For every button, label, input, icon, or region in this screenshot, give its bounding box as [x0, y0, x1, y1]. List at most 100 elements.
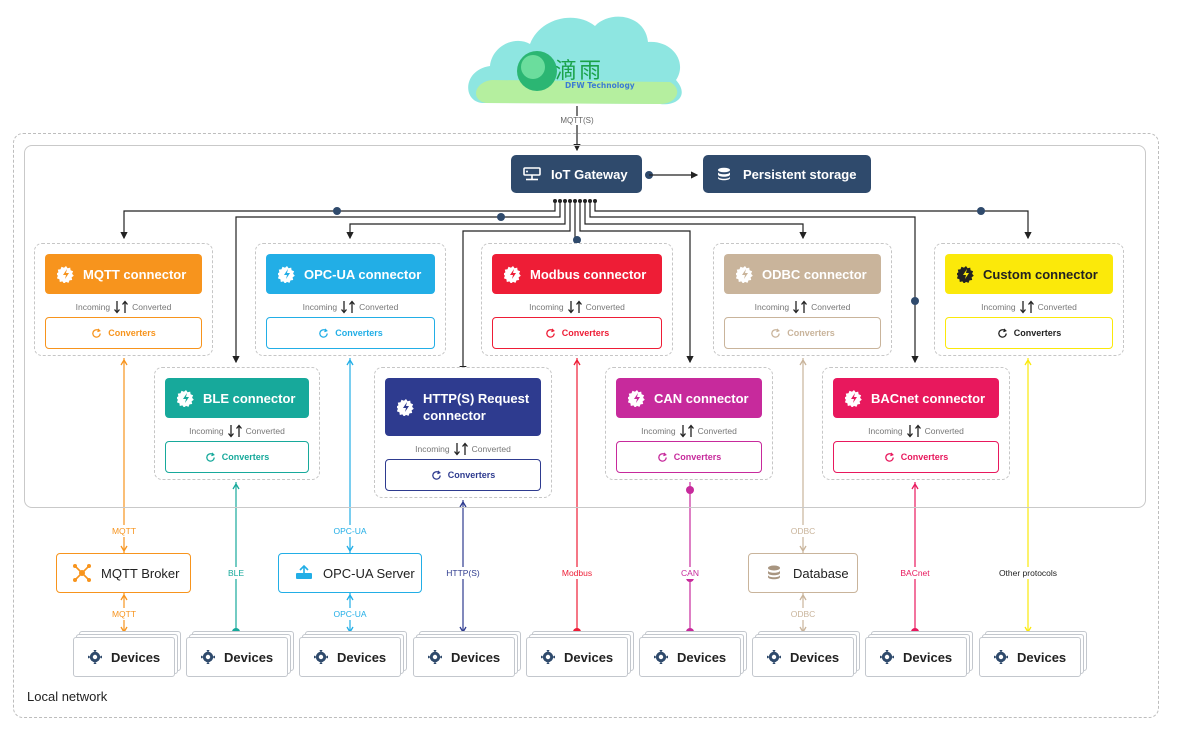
refresh-icon [431, 469, 441, 480]
converters-label: Converters [787, 328, 835, 338]
protocol-label-mqtt-bottom: MQTT [109, 608, 139, 620]
up-down-arrows-icon [906, 424, 921, 438]
connector-modbus-header[interactable]: Modbus connector [492, 254, 662, 294]
converters-button[interactable]: Converters [492, 317, 662, 349]
io-indicator: Incoming Converted [935, 299, 1123, 315]
devices-label: Devices [903, 649, 953, 665]
arrow-head [911, 482, 919, 490]
converters-button[interactable]: Converters [385, 459, 541, 491]
converters-button[interactable]: Converters [833, 441, 999, 473]
incoming-label: Incoming [189, 426, 224, 436]
chip-icon [541, 650, 555, 664]
converted-label: Converted [1037, 302, 1077, 312]
protocol-label-odbc-bottom: ODBC [788, 608, 818, 620]
devices-stack[interactable]: Devices [865, 631, 973, 677]
devices-stack[interactable]: Devices [299, 631, 407, 677]
connector-label: CAN connector [654, 390, 749, 406]
device-card: Devices [73, 637, 175, 677]
connector-http-header[interactable]: HTTP(S) Request connector [385, 378, 541, 436]
devices-label: Devices [337, 649, 387, 665]
incoming-label: Incoming [529, 302, 564, 312]
converters-label: Converters [447, 470, 496, 480]
database-icon [718, 167, 730, 181]
database-box[interactable]: Database [748, 553, 858, 593]
devices-stack[interactable]: Devices [639, 631, 747, 677]
server-icon [523, 167, 541, 181]
incoming-label: Incoming [75, 302, 111, 312]
converters-button[interactable]: Converters [266, 317, 435, 349]
up-down-arrows-icon [341, 300, 356, 314]
connector-label: HTTP(S) Request connector [423, 391, 530, 423]
hub-icon [73, 564, 91, 582]
connector-label: MQTT connector [83, 266, 187, 282]
opcua-server-box[interactable]: OPC-UA Server [278, 553, 422, 593]
io-indicator: Incoming Converted [35, 299, 212, 315]
arrow-head [573, 358, 581, 366]
converters-button[interactable]: Converters [45, 317, 202, 349]
connector-custom-header[interactable]: Custom connector [945, 254, 1113, 294]
mqtt-broker-box[interactable]: MQTT Broker [56, 553, 191, 593]
converted-label: Converted [471, 444, 511, 454]
incoming-label: Incoming [981, 302, 1016, 312]
plugin-gear-icon [177, 390, 194, 407]
connector-bacnet-header[interactable]: BACnet connector [833, 378, 999, 418]
arrow-head [120, 358, 128, 366]
plugin-gear-icon [57, 266, 74, 283]
connector-can-header[interactable]: CAN connector [616, 378, 762, 418]
plugin-gear-icon [957, 266, 974, 283]
chip-icon [994, 650, 1008, 664]
refresh-icon [657, 451, 667, 462]
converters-label: Converters [561, 328, 610, 338]
mqtt-broker-box-label: MQTT Broker [101, 565, 180, 581]
incoming-label: Incoming [868, 426, 903, 436]
chip-icon [428, 650, 442, 664]
arrow-head [346, 545, 354, 553]
arrow-head [799, 358, 807, 366]
connector-ble-header[interactable]: BLE connector [165, 378, 309, 418]
devices-stack[interactable]: Devices [526, 631, 634, 677]
converted-label: Converted [924, 426, 964, 436]
protocol-label-mqtt-top: MQTT [109, 525, 139, 537]
connector-mqtt-header[interactable]: MQTT connector [45, 254, 202, 294]
endpoint-dot [686, 486, 694, 494]
connector-opcua-header[interactable]: OPC-UA connector [266, 254, 435, 294]
iot-gateway-box[interactable]: IoT Gateway [511, 155, 642, 193]
converters-label: Converters [221, 452, 270, 462]
devices-stack[interactable]: Devices [752, 631, 860, 677]
arrow-head [120, 545, 128, 553]
chip-icon [314, 650, 328, 664]
devices-stack[interactable]: Devices [73, 631, 181, 677]
protocol-label-modbus: Modbus [559, 567, 595, 579]
arrow-head [459, 500, 467, 508]
refresh-icon [771, 327, 781, 338]
converters-button[interactable]: Converters [945, 317, 1113, 349]
converters-label: Converters [335, 328, 383, 338]
converters-label: Converters [900, 452, 949, 462]
converters-button[interactable]: Converters [616, 441, 762, 473]
arrow-head [232, 482, 240, 490]
converted-label: Converted [359, 302, 399, 312]
converters-button[interactable]: Converters [724, 317, 881, 349]
connector-label: BLE connector [203, 390, 296, 406]
connector-label: BACnet connector [871, 390, 986, 406]
converters-button[interactable]: Converters [165, 441, 309, 473]
protocol-label-bacnet: BACnet [898, 567, 932, 579]
cloud-link-label: MQTT(S) [560, 116, 594, 125]
converted-label: Converted [811, 302, 851, 312]
devices-stack[interactable]: Devices [413, 631, 521, 677]
persistent-storage-box[interactable]: Persistent storage [703, 155, 871, 193]
connector-odbc-header[interactable]: ODBC connector [724, 254, 881, 294]
chip-icon [654, 650, 668, 664]
devices-stack[interactable]: Devices [979, 631, 1087, 677]
devices-stack[interactable]: Devices [186, 631, 294, 677]
device-card: Devices [979, 637, 1081, 677]
converted-label: Converted [132, 302, 172, 312]
up-down-arrows-icon [567, 300, 582, 314]
